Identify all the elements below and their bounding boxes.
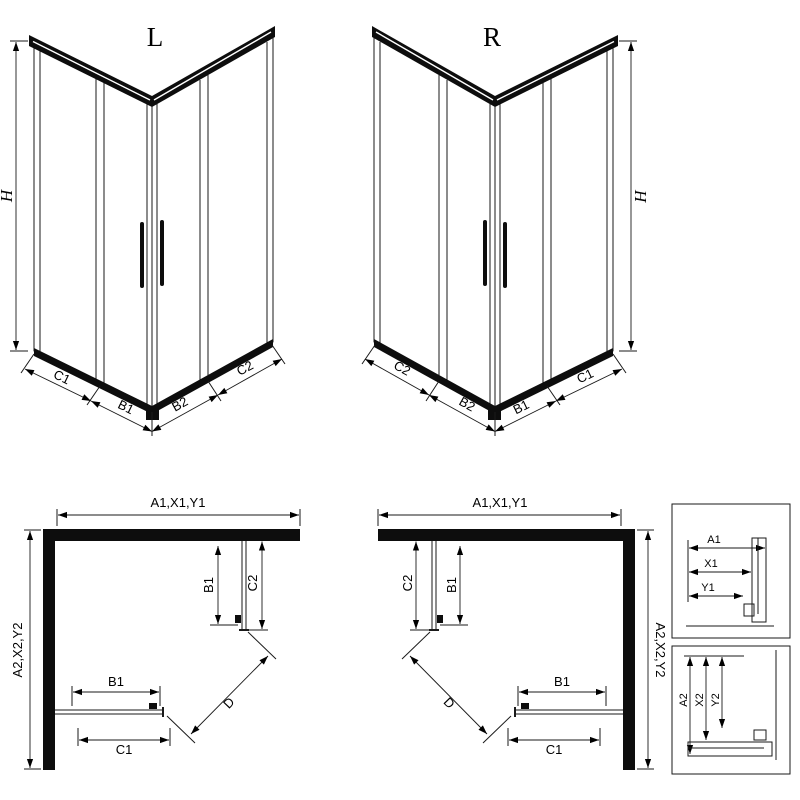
- dim-label-c1-left: C1: [51, 367, 73, 388]
- plan-left-panel-side-label: C2: [245, 575, 260, 592]
- detail-top-a1-label: A1: [707, 534, 720, 546]
- variant-label-right: R: [483, 22, 501, 52]
- plan-left-depth-label: A2,X2,Y2: [10, 623, 25, 678]
- plan-view-right: [378, 509, 654, 770]
- height-dim-label-left: H: [0, 188, 16, 203]
- plan-right-panel-front-label: C1: [546, 742, 563, 757]
- plan-right-door-front-label: B1: [554, 674, 570, 689]
- dim-label-b2-left: B2: [169, 394, 190, 415]
- dim-label-c1-right: C1: [574, 366, 596, 387]
- dim-label-b1-left: B1: [116, 397, 137, 417]
- dim-label-b2-right: B2: [457, 394, 478, 415]
- plan-left-door-side-label: B1: [201, 577, 216, 593]
- detail-bottom-x2-label: X2: [694, 693, 706, 706]
- detail-top-y1-label: Y1: [701, 582, 714, 594]
- plan-left-width-label: A1,X1,Y1: [151, 495, 206, 510]
- detail-bottom-y2-label: Y2: [710, 693, 722, 706]
- detail-bottom-a2-label: A2: [678, 693, 690, 706]
- plan-right-panel-side-label: C2: [400, 575, 415, 592]
- plan-view-left: [24, 509, 300, 770]
- detail-top-x1-label: X1: [704, 558, 717, 570]
- dim-label-b1-right: B1: [511, 397, 532, 417]
- plan-right-door-side-label: B1: [444, 577, 459, 593]
- variant-label-left: L: [147, 22, 164, 52]
- plan-left-entry-label: D: [220, 694, 237, 711]
- dim-label-c2-right: C2: [391, 357, 413, 378]
- detail-profile-vertical: [671, 645, 791, 775]
- plan-right-depth-label: A2,X2,Y2: [653, 623, 668, 678]
- plan-right-entry-label: D: [441, 694, 458, 711]
- plan-left-door-front-label: B1: [108, 674, 124, 689]
- detail-profile-horizontal: [671, 503, 791, 639]
- plan-right-width-label: A1,X1,Y1: [473, 495, 528, 510]
- plan-left-panel-front-label: C1: [116, 742, 133, 757]
- height-dim-label-right: H: [631, 189, 650, 204]
- dim-label-c2-left: C2: [234, 357, 256, 378]
